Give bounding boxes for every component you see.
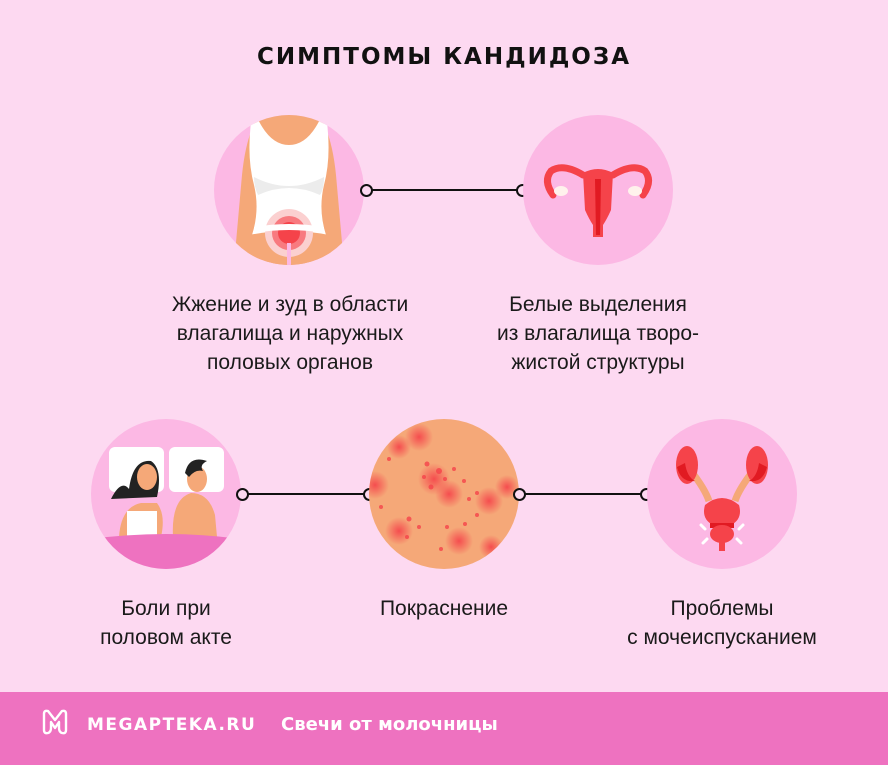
body-burning-icon: [214, 115, 364, 265]
skin-redness-icon: [369, 419, 519, 569]
couple-in-bed-icon: [91, 419, 241, 569]
connector-line: [369, 189, 521, 191]
brand-link[interactable]: MEGAPTEKA.RU: [87, 715, 257, 735]
connector-dot: [360, 184, 373, 197]
uterus-icon: [523, 115, 673, 265]
connector-dot: [236, 488, 249, 501]
megapteka-logo-icon[interactable]: [40, 708, 70, 736]
footer-bar: MEGAPTEKA.RU Свечи от молочницы: [0, 692, 888, 765]
symptom-caption: Жжение и зуд в области влагалища и наруж…: [171, 293, 409, 374]
connector-dot: [513, 488, 526, 501]
urinary-system-icon: [647, 419, 797, 569]
connector-line: [247, 493, 365, 495]
symptom-caption: Боли при половом акте: [100, 597, 232, 649]
symptom-caption: Белые выделения из влагалища творо- жист…: [496, 293, 700, 374]
symptom-caption: Проблемы с мочеиспусканием: [627, 597, 817, 649]
page-title: СИМПТОМЫ КАНДИДОЗА: [257, 44, 631, 70]
connector-line: [524, 493, 642, 495]
tagline-link[interactable]: Свечи от молочницы: [281, 714, 498, 735]
symptom-caption: Покраснение: [379, 597, 509, 620]
